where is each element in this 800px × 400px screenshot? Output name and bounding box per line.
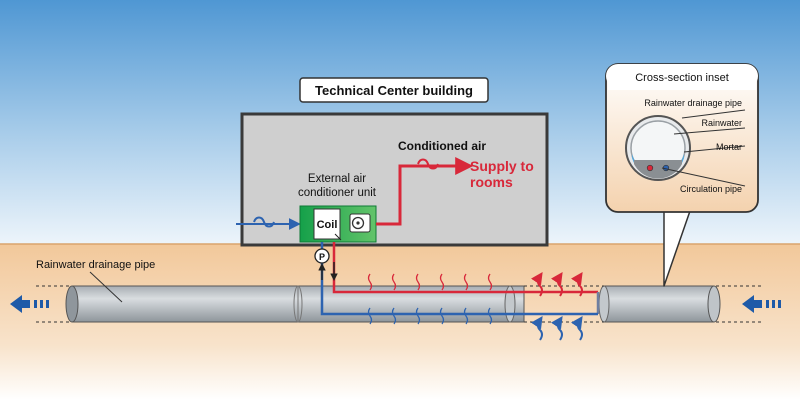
fan-icon <box>349 213 371 233</box>
heat-arrows-red <box>367 273 493 291</box>
coil-label: Coil <box>317 219 338 231</box>
unit-label-line2: conditioner unit <box>298 187 377 199</box>
inset-label-rainwater: Rainwater <box>701 118 742 128</box>
inset-leaders <box>661 109 746 187</box>
flow-arrow-left <box>10 295 49 313</box>
inset-label-circulation: Circulation pipe <box>680 184 742 194</box>
outside-air-intake <box>236 216 301 230</box>
conditioned-air-duct <box>376 157 474 226</box>
inset-title: Cross-section inset <box>635 72 729 84</box>
supply-label-line2: rooms <box>470 174 513 190</box>
pump-label: P <box>319 252 325 262</box>
heat-release-arrows <box>531 272 583 297</box>
coil-arrow <box>334 233 342 241</box>
building-title: Technical Center building <box>315 83 473 98</box>
drainage-pipe-leader <box>89 271 123 303</box>
conditioned-air-label: Conditioned air <box>398 139 486 153</box>
flow-arrow-right <box>742 295 781 313</box>
drainage-pipe-right <box>598 285 721 323</box>
heat-absorb-arrows <box>531 316 583 341</box>
building-title-tag: Technical Center building <box>299 77 489 103</box>
cool-arrows-blue <box>367 307 493 325</box>
pump-icon: P <box>314 248 330 264</box>
supply-label-line1: Supply to <box>470 158 534 174</box>
drainage-pipe-label: Rainwater drainage pipe <box>36 259 155 271</box>
unit-label-line1: External air <box>308 173 366 185</box>
inset-label-mortar: Mortar <box>716 142 742 152</box>
cross-section-inset: Cross-section inset Rainwater drainage p… <box>605 63 759 213</box>
inset-mortar <box>634 160 682 179</box>
inset-label-drainage: Rainwater drainage pipe <box>644 98 742 108</box>
inset-circulation-pipe-1 <box>646 164 654 172</box>
